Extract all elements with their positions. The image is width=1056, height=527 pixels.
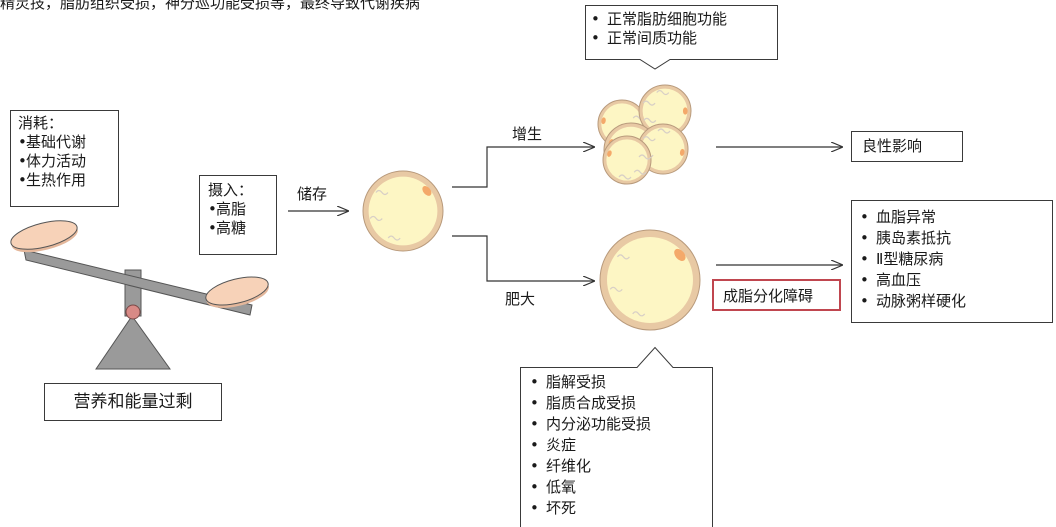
disease-item: 高血压 — [856, 270, 1052, 291]
hypertrophic-cell — [599, 229, 701, 331]
intake-title: 摄入： — [208, 181, 254, 199]
scale-pan-left — [10, 220, 78, 253]
consumption-item: 生热作用 — [18, 171, 118, 190]
connector-hyperplasia — [452, 147, 594, 188]
differentiation-label: 成脂分化障碍 — [723, 287, 814, 305]
balance-label: 营养和能量过剩 — [73, 392, 193, 412]
nucleus — [607, 150, 612, 157]
impairment-item: 低氧 — [526, 477, 651, 498]
intake-box: 摄入： 高脂 高糖 — [199, 175, 277, 255]
differentiation-box: 成脂分化障碍 — [712, 279, 841, 311]
impairment-item: 纤维化 — [526, 456, 651, 477]
balance-caption: 营养和能量过剩 — [44, 383, 222, 421]
impairment-item: 炎症 — [526, 435, 651, 456]
impairment-item: 脂质合成受损 — [526, 393, 651, 414]
intake-item: 高脂 — [208, 200, 276, 219]
benign-label: 良性影响 — [862, 137, 923, 155]
diseases-box: 血脂异常 胰岛素抵抗 Ⅱ型糖尿病 高血压 动脉粥样硬化 — [851, 200, 1053, 323]
benign-box: 良性影响 — [851, 131, 963, 162]
disease-item: Ⅱ型糖尿病 — [856, 249, 1052, 270]
normal-function-item: 正常脂肪细胞功能 — [587, 10, 727, 29]
nucleus — [674, 248, 686, 262]
impairments-box: 脂解受损 脂质合成受损 内分泌功能受损 炎症 纤维化 低氧 坏死 — [526, 372, 651, 519]
adipocyte-cell — [362, 170, 444, 252]
connectors — [288, 147, 842, 281]
impairment-item: 坏死 — [526, 498, 651, 519]
consumption-box: 消耗： 基础代谢 体力活动 生热作用 — [10, 110, 119, 207]
normal-function-item: 正常间质功能 — [587, 29, 727, 48]
hypertrophy-label: 肥大 — [505, 290, 536, 308]
scale-beam — [23, 249, 253, 316]
adipocyte — [638, 84, 692, 138]
adipocyte — [599, 229, 701, 331]
intake-item: 高糖 — [208, 219, 276, 238]
hyperplasia-cell-cluster — [597, 84, 692, 185]
disease-item: 血脂异常 — [856, 207, 1052, 228]
hyperplasia-label: 增生 — [512, 125, 543, 143]
scale-pan-right — [205, 276, 269, 308]
disease-item: 胰岛素抵抗 — [856, 228, 1052, 249]
consumption-title: 消耗： — [18, 114, 64, 132]
impairment-item: 脂解受损 — [526, 372, 651, 393]
nucleus — [422, 186, 432, 196]
scale-base — [95, 315, 171, 370]
disease-item: 动脉粥样硬化 — [856, 291, 1052, 312]
adipocyte — [362, 170, 444, 252]
nucleus — [601, 117, 606, 125]
balance-scale — [10, 220, 269, 370]
impairment-item: 内分泌功能受损 — [526, 414, 651, 435]
consumption-item: 基础代谢 — [18, 133, 118, 152]
consumption-item: 体力活动 — [18, 152, 118, 171]
connector-hypertrophy — [452, 235, 594, 281]
nucleus — [682, 107, 688, 115]
adipocyte — [602, 135, 652, 185]
normal-functions-box: 正常脂肪细胞功能 正常间质功能 — [587, 10, 727, 48]
scale-pivot — [125, 304, 141, 320]
storage-label: 储存 — [297, 185, 328, 203]
header-fragment: 精灵技，脂肪组织受损，神分巡功能受损等，最终导致代谢疾病 — [0, 0, 421, 12]
nucleus — [679, 148, 685, 156]
